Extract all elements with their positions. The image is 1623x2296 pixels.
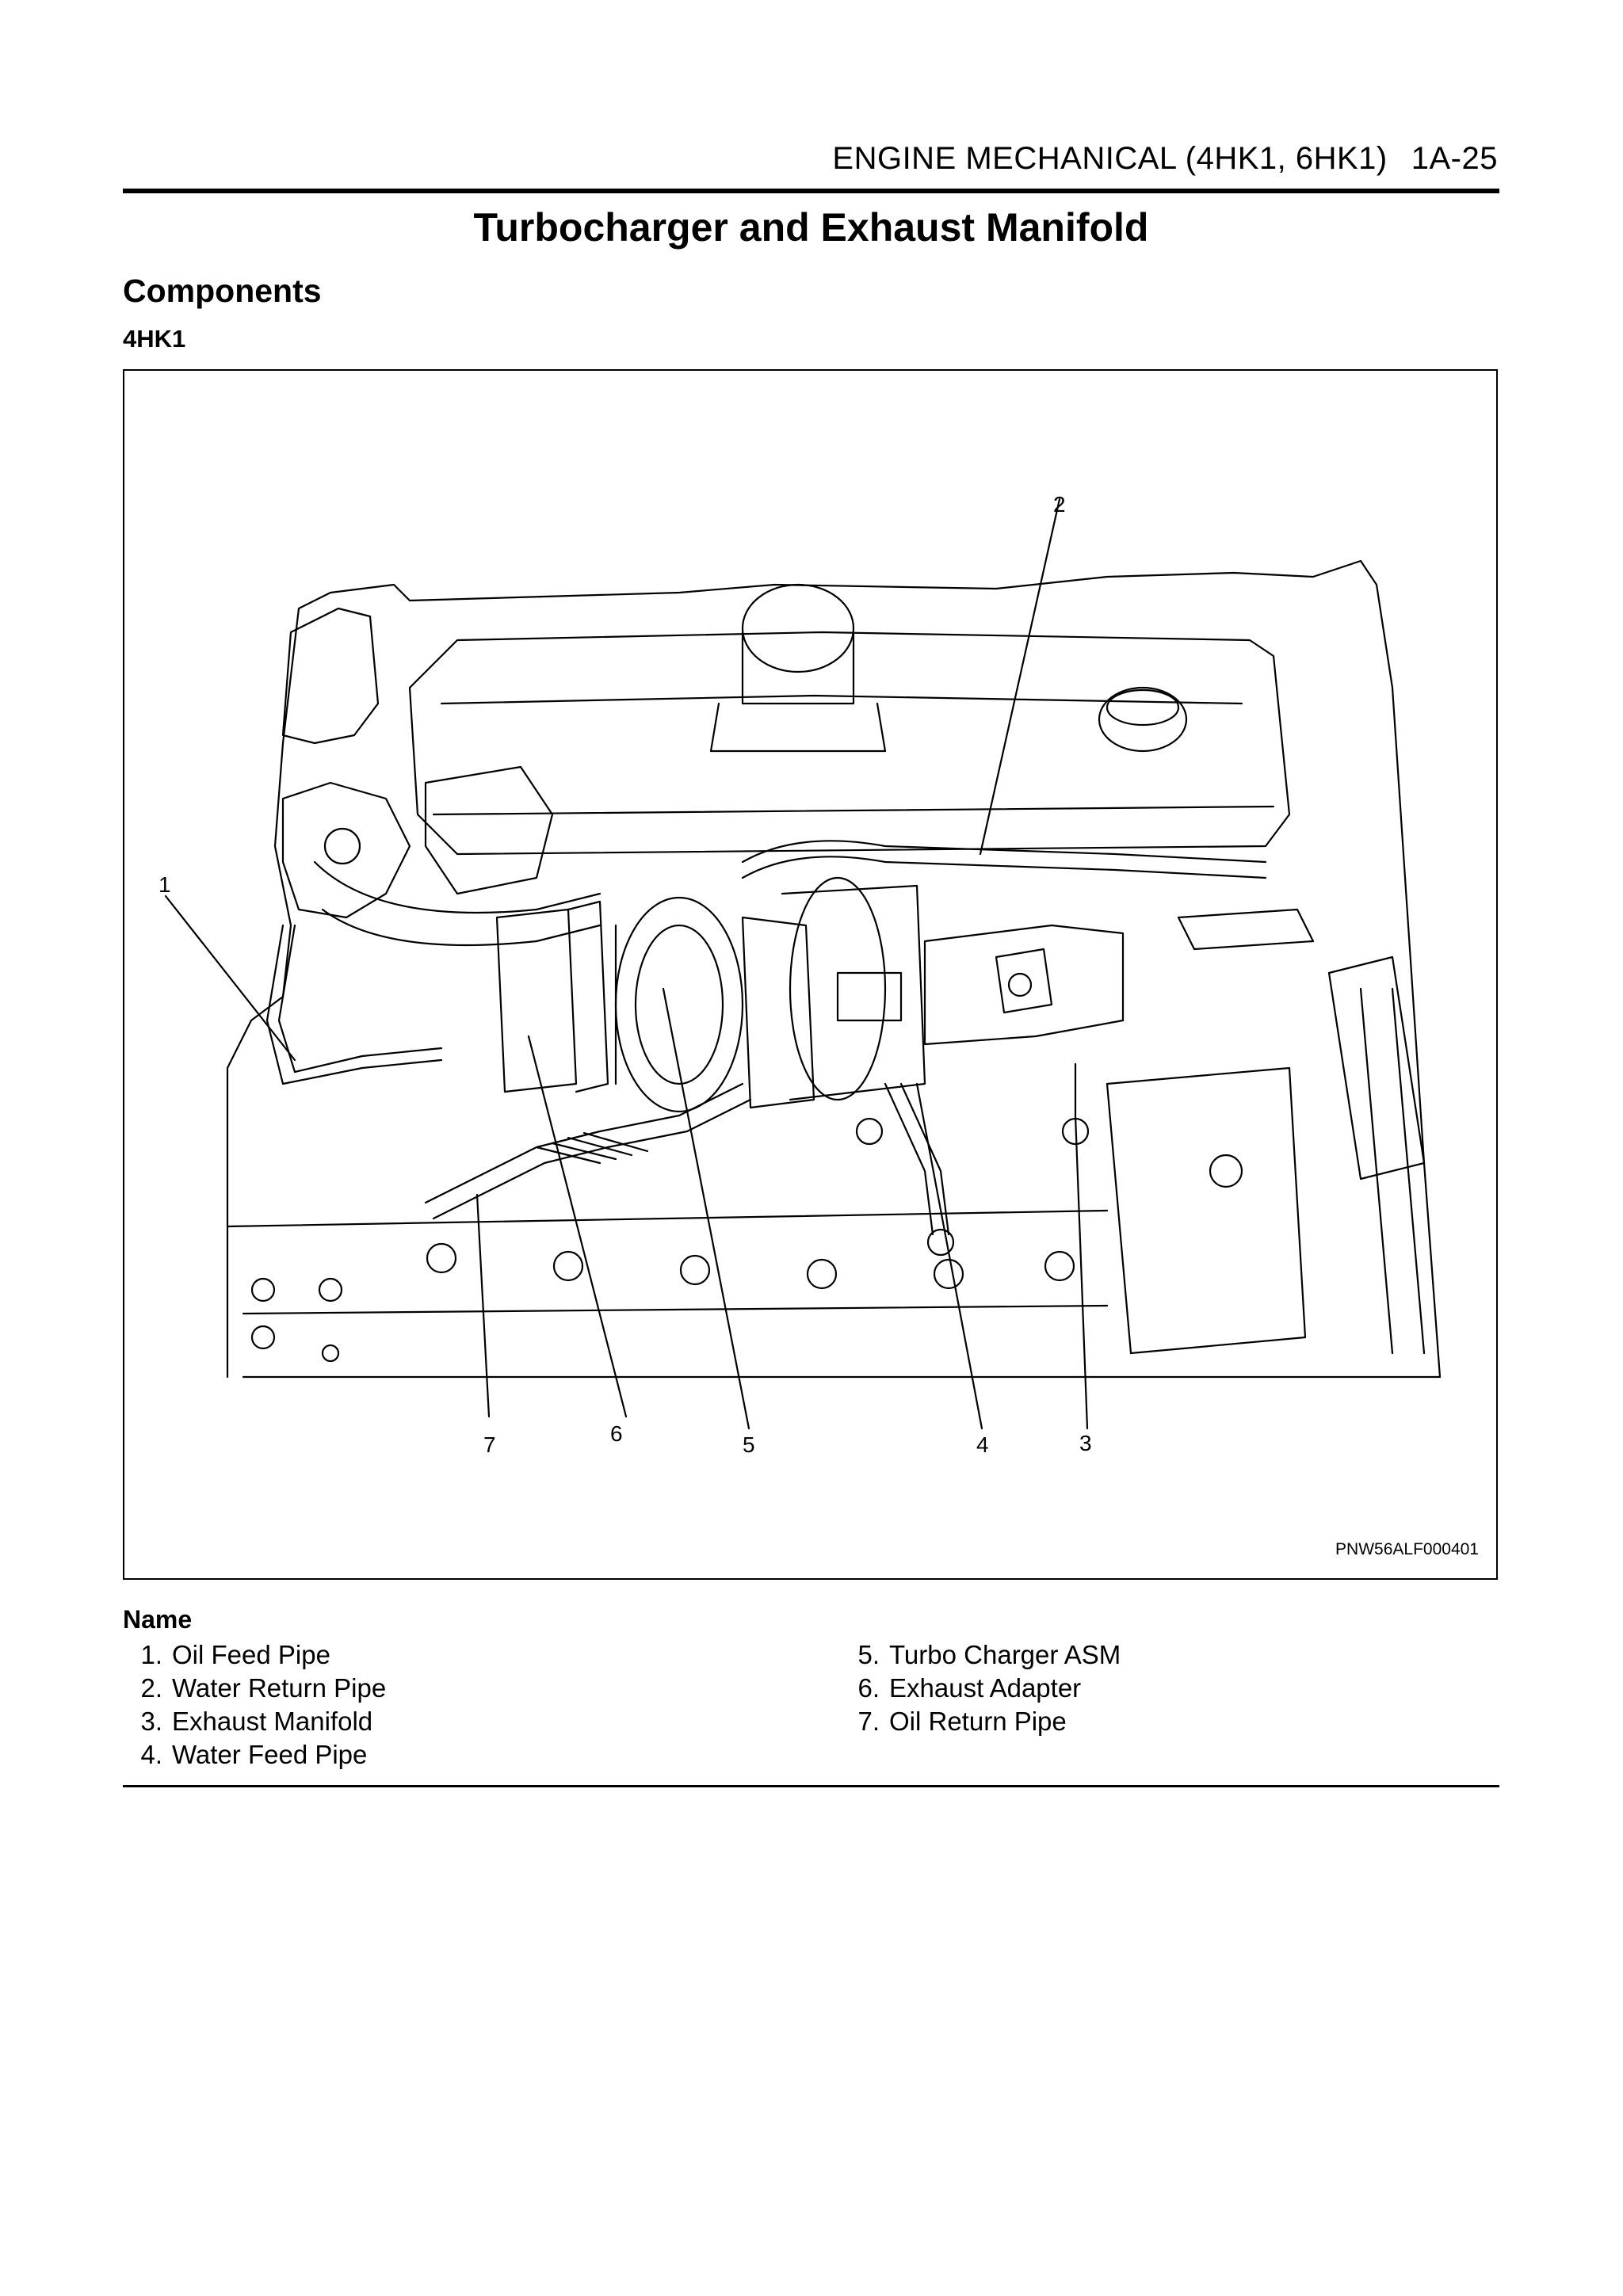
- engine-line-drawing: [164, 498, 1442, 1430]
- callout-4: 4: [976, 1432, 989, 1457]
- leader-line-3: [1074, 1062, 1089, 1430]
- part-item: 4.Water Feed Pipe: [140, 1740, 368, 1769]
- header-section: ENGINE MECHANICAL (4HK1, 6HK1): [832, 141, 1388, 176]
- engine-figure: 1 2 3 4 5 6 7 PNW56ALF000401: [123, 369, 1498, 1580]
- callout-3: 3: [1079, 1431, 1092, 1455]
- callout-5: 5: [743, 1432, 755, 1457]
- leader-line-1: [164, 894, 296, 1062]
- callout-2: 2: [1053, 492, 1066, 517]
- callout-1: 1: [158, 872, 171, 897]
- part-item: 7.Oil Return Pipe: [857, 1707, 1067, 1736]
- bottom-divider: [123, 1785, 1499, 1787]
- page-title: Turbocharger and Exhaust Manifold: [473, 205, 1149, 250]
- page-header: ENGINE MECHANICAL (4HK1, 6HK1) 1A-25: [832, 141, 1498, 177]
- header-page-number: 1A-25: [1411, 141, 1498, 176]
- leader-line-4: [915, 1082, 983, 1430]
- leader-line-2: [979, 498, 1061, 856]
- part-item: 3.Exhaust Manifold: [140, 1707, 373, 1736]
- header-divider: [123, 189, 1499, 193]
- model-label: 4HK1: [123, 325, 186, 353]
- callout-7: 7: [483, 1432, 496, 1457]
- leader-line-7: [475, 1193, 491, 1418]
- parts-heading: Name: [123, 1605, 193, 1634]
- figure-code: PNW56ALF000401: [1335, 1540, 1479, 1558]
- callout-6: 6: [610, 1421, 623, 1446]
- part-item: 1.Oil Feed Pipe: [140, 1640, 330, 1669]
- parts-list-left: 1.Oil Feed Pipe 2.Water Return Pipe 3.Ex…: [123, 1638, 386, 1772]
- part-item: 6.Exhaust Adapter: [857, 1673, 1082, 1703]
- leader-line-5: [662, 987, 750, 1430]
- section-title: Components: [123, 273, 322, 309]
- part-item: 5.Turbo Charger ASM: [857, 1640, 1121, 1669]
- leader-line-6: [527, 1035, 628, 1418]
- part-item: 2.Water Return Pipe: [140, 1673, 387, 1703]
- parts-list-right: 5.Turbo Charger ASM 6.Exhaust Adapter 7.…: [840, 1638, 1121, 1738]
